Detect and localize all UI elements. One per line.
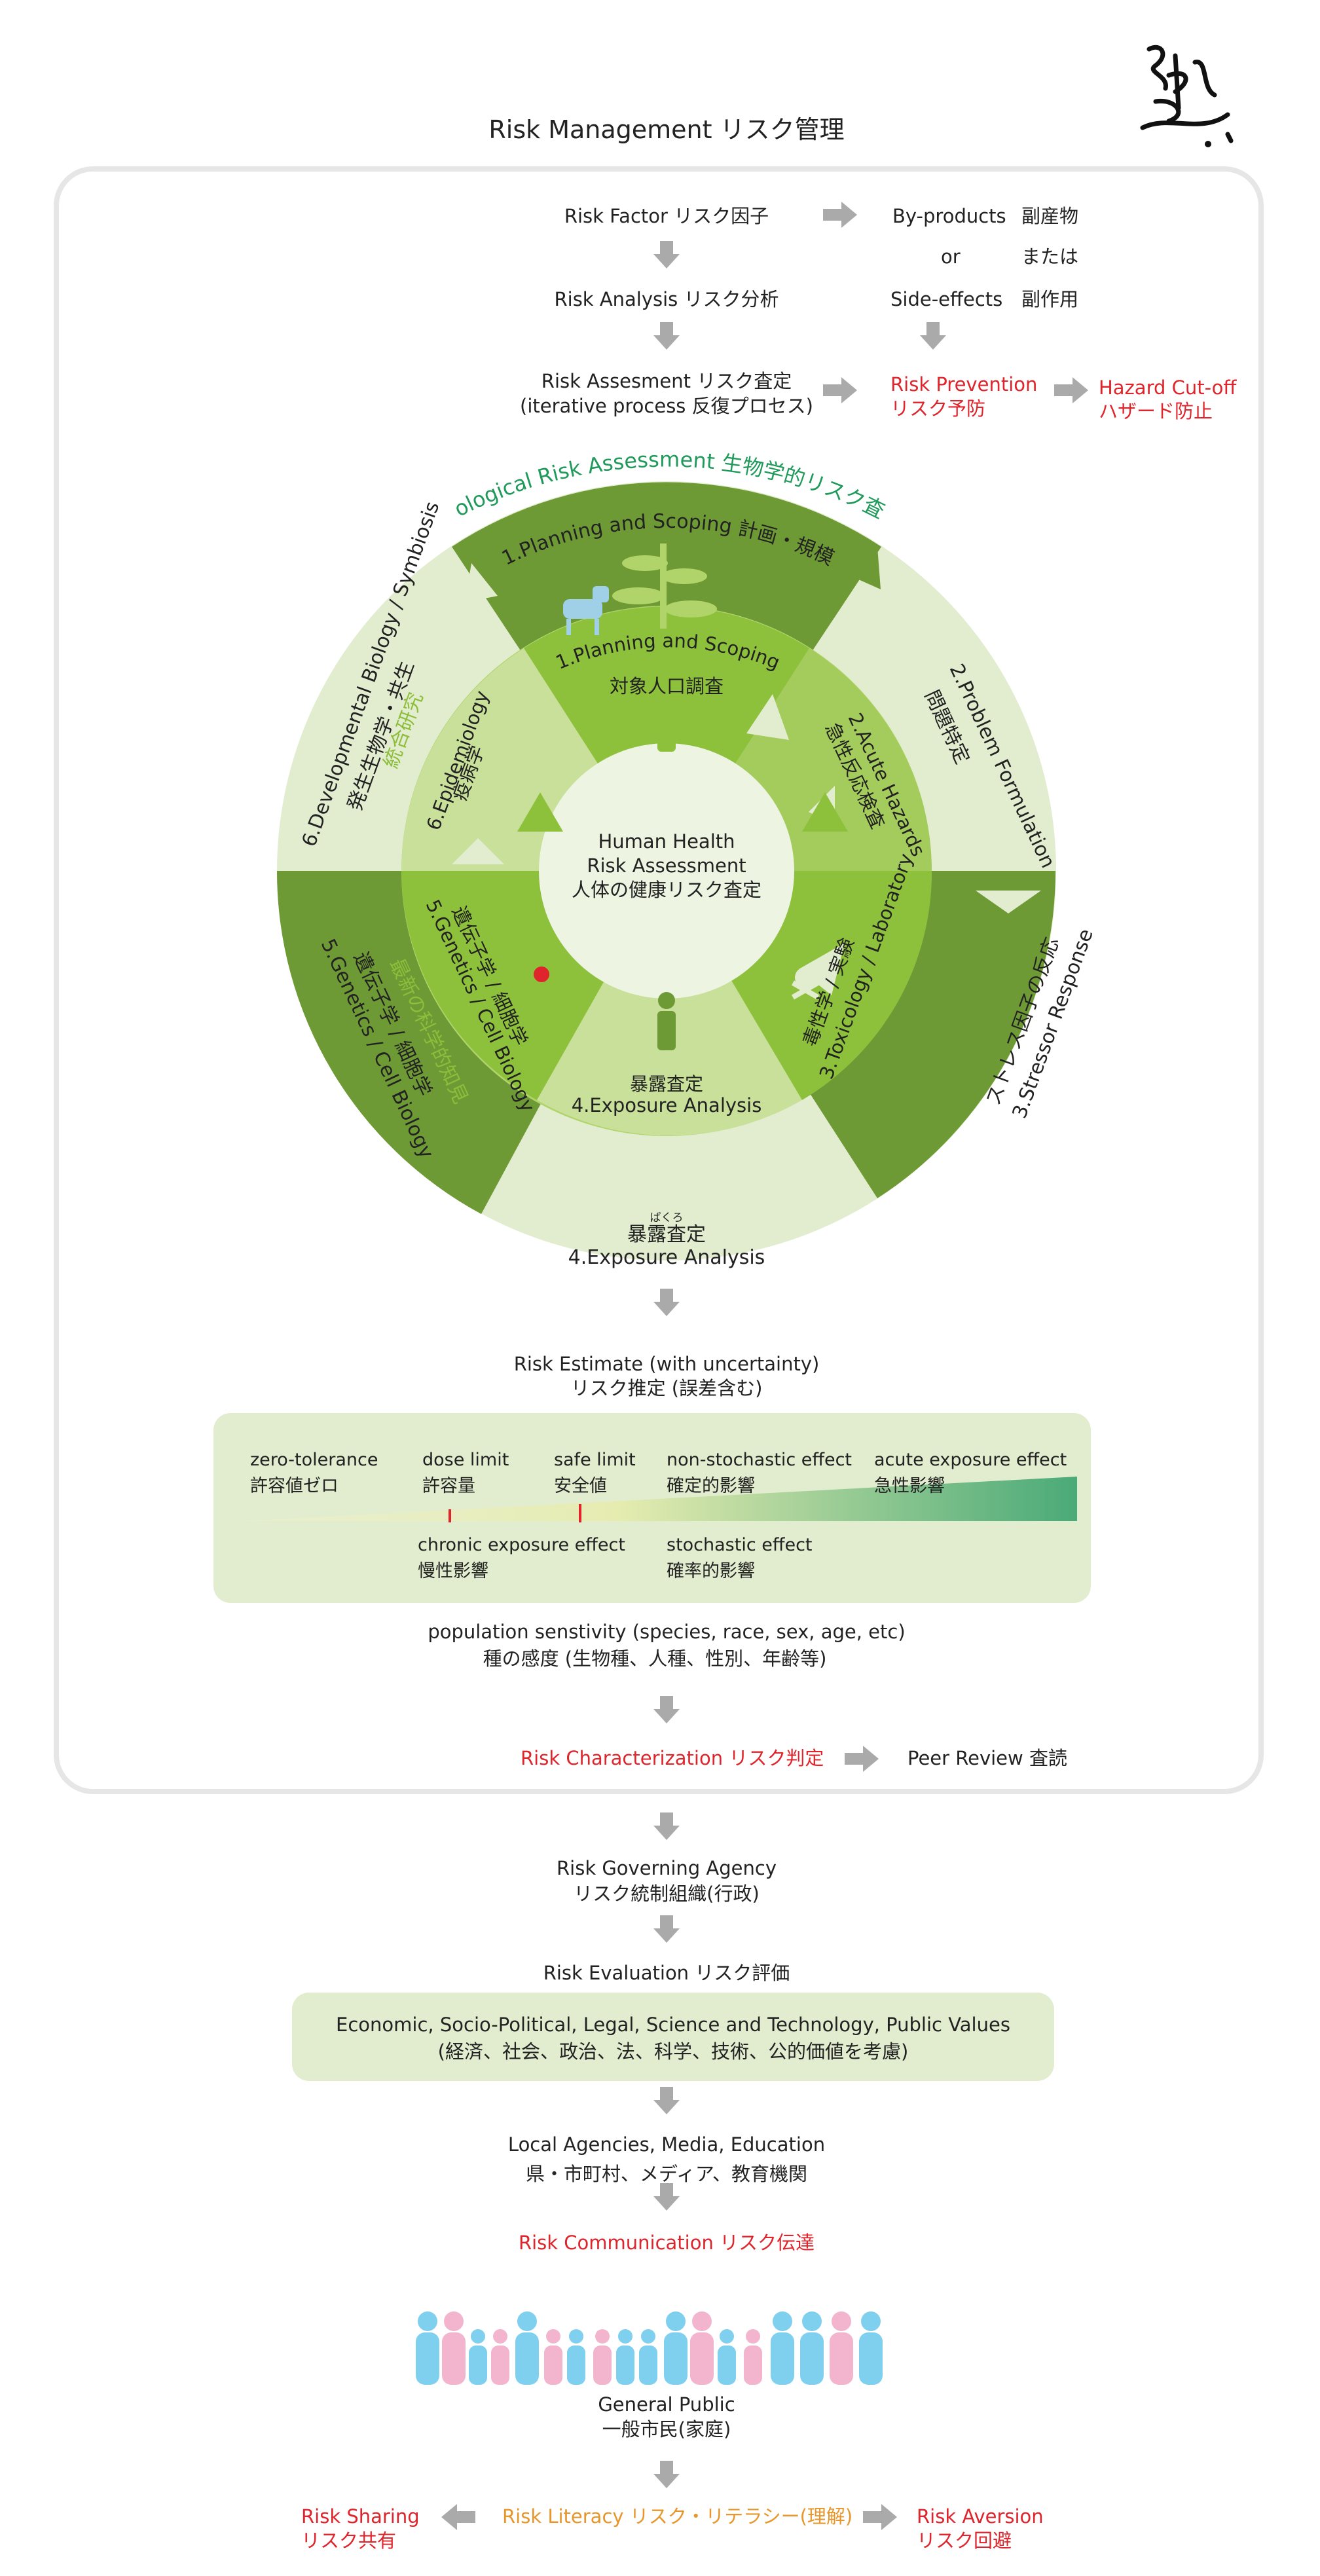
hazard-cutoff-jp-label: ハザード防止 xyxy=(1099,400,1213,422)
inner-arrow-1 xyxy=(746,694,789,740)
governing-line-2: リスク統制組織(行政) xyxy=(574,1883,760,1905)
outer-exposure-jp: 暴露査定 xyxy=(627,1223,706,1246)
cell-icon xyxy=(534,966,549,982)
inner-exposure-en: 4.Exposure Analysis xyxy=(572,1094,762,1116)
person-icon-bottom xyxy=(657,992,676,1050)
values-line-2: (経済、社会、政治、法、科学、技術、公的価値を考慮) xyxy=(437,2040,909,2063)
person-icon-top xyxy=(657,693,676,752)
side-effects-label: Side-effects xyxy=(890,288,1003,310)
eco-title: Ecological Risk Assessment 生物学的リスク査定 xyxy=(0,0,889,523)
safe-limit-marker xyxy=(579,1504,581,1522)
population-line-1: population senstivity (species, race, se… xyxy=(428,1621,906,1643)
local-line-2: 県・市町村、メディア、教育機関 xyxy=(525,2163,808,2185)
estimate-line-2: リスク推定 (誤差含む) xyxy=(570,1377,763,1399)
inner-arrow-3 xyxy=(452,838,504,864)
center-line-1: Human Health xyxy=(598,830,735,853)
hazard-triangle-icon-2 xyxy=(802,792,848,832)
values-panel xyxy=(292,1993,1054,2081)
aversion-line-2: リスク回避 xyxy=(917,2530,1012,2552)
risk-management-frame xyxy=(54,166,1264,1794)
risk-characterization: Risk Characterization リスク判定 xyxy=(521,1747,824,1769)
byproducts-jp-label: 副産物 xyxy=(1021,205,1079,227)
risk-prevention-label: Risk Prevention xyxy=(890,373,1038,396)
stoch-en: stochastic effect xyxy=(667,1535,813,1555)
risk-communication: Risk Communication リスク伝達 xyxy=(518,2232,815,2254)
risk-assessment-label: Risk Assesment リスク査定 xyxy=(541,370,792,392)
side-effects-jp-label: 副作用 xyxy=(1021,288,1079,310)
governing-line-1: Risk Governing Agency xyxy=(557,1857,777,1879)
outer-arrow-4 xyxy=(465,563,498,602)
stoch-jp: 確率的影響 xyxy=(667,1561,755,1581)
local-line-1: Local Agencies, Media, Education xyxy=(507,2133,826,2156)
safe-jp: 安全値 xyxy=(554,1476,607,1496)
signature-logo xyxy=(1140,45,1234,147)
zero-en: zero-tolerance xyxy=(250,1450,378,1470)
inner-exposure-jp: 暴露査定 xyxy=(630,1073,703,1095)
outer-arrow-2 xyxy=(976,891,1041,913)
plant-icon xyxy=(612,543,717,629)
center-line-2: Risk Assessment xyxy=(587,855,746,877)
inner-arrow-2 xyxy=(799,943,845,995)
nonstoch-en: non-stochastic effect xyxy=(667,1450,852,1470)
values-line-1: Economic, Socio-Political, Legal, Scienc… xyxy=(336,2014,1010,2036)
iterative-label: (iterative process 反復プロセス) xyxy=(520,395,813,417)
estimate-line-1: Risk Estimate (with uncertainty) xyxy=(513,1353,820,1375)
acute-jp: 急性影響 xyxy=(874,1476,945,1496)
outer-arrow-1 xyxy=(851,547,881,589)
chronic-jp: 慢性影響 xyxy=(418,1561,488,1581)
risk-factor-label: Risk Factor リスク因子 xyxy=(564,205,769,227)
dose-en: dose limit xyxy=(422,1450,509,1470)
dose-limit-marker xyxy=(449,1509,451,1522)
safe-en: safe limit xyxy=(554,1450,636,1470)
public-line-1: General Public xyxy=(598,2393,735,2416)
sharing-line-2: リスク共有 xyxy=(301,2530,397,2552)
sharing-line-1: Risk Sharing xyxy=(301,2505,420,2528)
or-jp-label: または xyxy=(1021,246,1079,268)
center-circle xyxy=(539,743,794,999)
outer-exposure-ruby: ばくろ xyxy=(650,1211,684,1224)
risk-prevention-jp-label: リスク予防 xyxy=(890,397,986,420)
dose-jp: 許容量 xyxy=(422,1476,475,1496)
hazard-triangle-icon-1 xyxy=(517,792,563,832)
outer-arrow-3 xyxy=(334,838,393,861)
nonstoch-jp: 確定的影響 xyxy=(667,1476,755,1496)
people-row xyxy=(416,2311,883,2385)
zero-jp: 許容値ゼロ xyxy=(250,1476,339,1496)
center-line-3: 人体の健康リスク査定 xyxy=(572,879,761,901)
public-line-2: 一般市民(家庭) xyxy=(602,2418,731,2440)
risk-analysis-label: Risk Analysis リスク分析 xyxy=(554,288,779,310)
inner-planning-jp: 対象人口調査 xyxy=(610,675,724,697)
risk-literacy: Risk Literacy リスク・リテラシー(理解) xyxy=(502,2505,853,2528)
goat-icon xyxy=(563,586,609,635)
aversion-line-1: Risk Aversion xyxy=(917,2505,1044,2528)
byproducts-label: By-products xyxy=(892,205,1006,227)
peer-review: Peer Review 査読 xyxy=(908,1747,1067,1769)
chronic-en: chronic exposure effect xyxy=(418,1535,625,1555)
acute-en: acute exposure effect xyxy=(874,1450,1067,1470)
skull-icon xyxy=(791,967,820,1000)
spectrum-gradient xyxy=(242,1477,1077,1522)
risk-evaluation: Risk Evaluation リスク評価 xyxy=(543,1962,790,1984)
outer-exposure-en: 4.Exposure Analysis xyxy=(568,1246,765,1269)
population-line-2: 種の感度 (生物種、人種、性別、年齢等) xyxy=(483,1647,827,1670)
or-label: or xyxy=(941,246,961,268)
person-figures xyxy=(416,2311,883,2385)
hazard-cutoff-label: Hazard Cut-off xyxy=(1099,377,1237,399)
page-title: Risk Management リスク管理 xyxy=(488,115,845,144)
